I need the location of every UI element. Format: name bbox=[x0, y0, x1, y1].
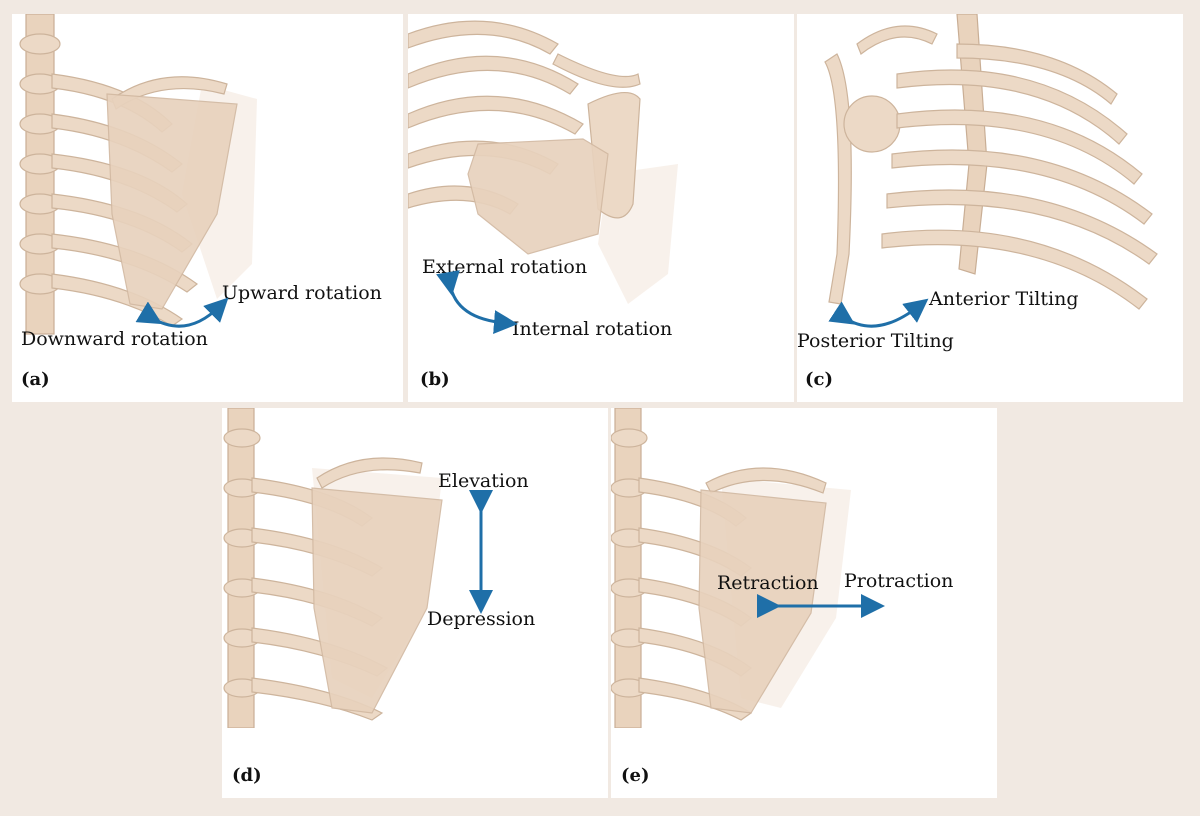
label-depression: Depression bbox=[427, 608, 536, 630]
curved-arrow-icon bbox=[828, 298, 929, 328]
panel-tag-d: (d) bbox=[232, 765, 262, 786]
panel-b: External rotation Internal rotation (b) bbox=[408, 14, 794, 402]
scapula-b bbox=[467, 138, 609, 255]
label-retraction: Retraction bbox=[717, 572, 819, 594]
scapula-d bbox=[311, 487, 443, 714]
scapula-illustration-d bbox=[223, 408, 443, 728]
label-posterior-tilting: Posterior Tilting bbox=[797, 330, 954, 352]
panel-tag-e: (e) bbox=[621, 765, 650, 786]
panel-a: Upward rotation Downward rotation (a) bbox=[12, 14, 403, 402]
panel-d: Elevation Depression (d) bbox=[222, 408, 608, 798]
curved-arrow-icon bbox=[436, 270, 518, 335]
panel-tag-b: (b) bbox=[420, 369, 450, 390]
curved-arrow-icon bbox=[135, 297, 229, 328]
label-internal-rotation: Internal rotation bbox=[512, 318, 673, 340]
label-upward-rotation: Upward rotation bbox=[222, 282, 382, 304]
scapula-illustration-a bbox=[19, 14, 257, 335]
label-anterior-tilting: Anterior Tilting bbox=[929, 288, 1079, 310]
scapula-illustration-b bbox=[408, 20, 678, 304]
horizontal-arrow-icon bbox=[757, 594, 885, 618]
scapula-illustration-c bbox=[824, 14, 1158, 310]
spine-e bbox=[611, 408, 648, 728]
label-protraction: Protraction bbox=[844, 570, 954, 592]
label-downward-rotation: Downward rotation bbox=[21, 328, 208, 350]
panel-e: Retraction Protraction (e) bbox=[611, 408, 997, 798]
ribs-c bbox=[881, 43, 1158, 310]
panel-tag-c: (c) bbox=[805, 369, 833, 390]
vertical-arrow-icon bbox=[469, 490, 493, 614]
ribs-b bbox=[408, 20, 584, 215]
spine-a bbox=[19, 14, 61, 335]
panel-tag-a: (a) bbox=[21, 369, 50, 390]
label-elevation: Elevation bbox=[438, 470, 529, 492]
panel-c: Anterior Tilting Posterior Tilting (c) bbox=[797, 14, 1183, 402]
spine-d bbox=[223, 408, 261, 728]
